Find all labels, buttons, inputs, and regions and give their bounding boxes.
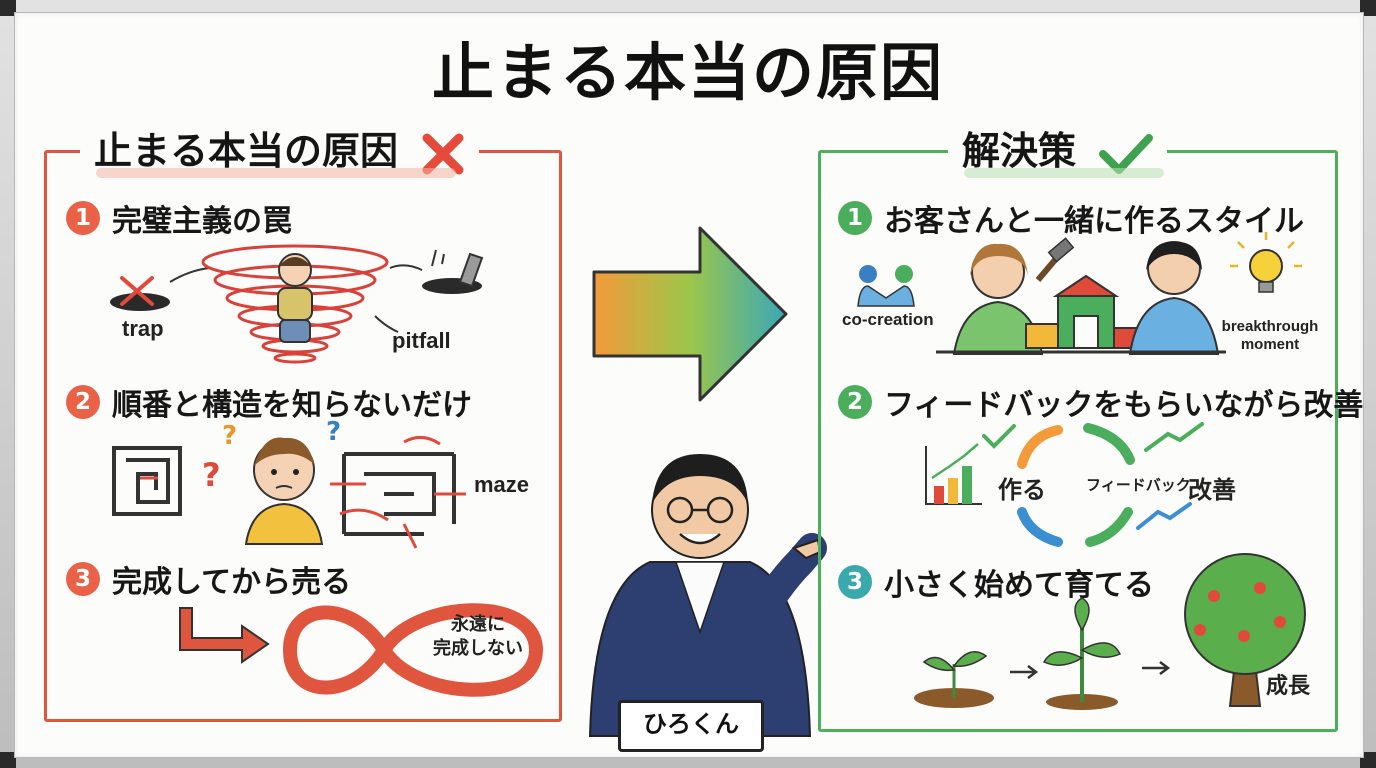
infinity-illustration [179, 603, 544, 697]
presenter-smile [679, 533, 721, 545]
lightbulb-icon [1230, 232, 1302, 293]
spiral-trap-illustration [110, 244, 484, 364]
right-item-1: 1 お客さんと一緒に作るスタイル [838, 196, 1310, 244]
cycle-arrows-icon [1017, 423, 1135, 547]
question-mark-icon: ? [222, 421, 237, 451]
maze-arrows [330, 436, 466, 549]
co-creation-label: co-creation [842, 310, 934, 329]
question-mark-icon: ? [326, 417, 341, 447]
pitfall-label: pitfall [392, 328, 451, 353]
infinity-icon [282, 603, 544, 697]
right-item-1-number: 1 [838, 201, 872, 235]
check-icon [982, 424, 1016, 449]
right-item-3-label: 小さく始めて育てる [880, 560, 1160, 608]
glasses-icon [666, 496, 734, 524]
infinity-text-line1: 永遠に [451, 614, 505, 634]
motion-lines [431, 249, 445, 267]
confused-child-icon [244, 437, 324, 545]
left-item-2-label: 順番と構造を知らないだけ [108, 380, 478, 428]
growth-step-arrow [1142, 661, 1171, 675]
trap-cross-icon [120, 276, 154, 306]
infinity-text: 永遠に 完成しない [428, 612, 528, 660]
growth-step-arrow [1010, 665, 1039, 679]
left-item-2: 2 順番と構造を知らないだけ [66, 380, 478, 428]
cycle-improve-label: 改善 [1188, 477, 1236, 504]
left-panel-title: 止まる本当の原因 [94, 129, 399, 173]
left-panel-title-wrap: 止まる本当の原因 [80, 120, 480, 176]
left-item-1: 1 完璧主義の罠 [66, 196, 298, 244]
left-title-highlight [96, 168, 456, 178]
hole-connector [389, 264, 423, 271]
breakthrough-text: breakthrough moment [1220, 318, 1320, 354]
frame-corner [1360, 0, 1376, 16]
main-title: 止まる本当の原因 [431, 36, 944, 109]
co-creation-illustration [857, 232, 1302, 355]
frame-corner [0, 0, 16, 16]
question-mark-icon: ? [202, 456, 221, 494]
trap-hole [110, 293, 170, 311]
fruit-tree-icon [1184, 553, 1306, 707]
gradient-arrow-icon [592, 226, 788, 402]
young-plant-icon [1042, 597, 1122, 710]
maze-label: maze [474, 472, 530, 497]
left-item-1-label: 完璧主義の罠 [108, 196, 298, 244]
cycle-feedback-label: フィードバック [1086, 477, 1191, 494]
right-item-1-label: お客さんと一緒に作るスタイル [880, 196, 1310, 244]
trap-label: trap [122, 316, 164, 341]
growth-arrow-icon [1144, 422, 1204, 452]
confused-maze-illustration: ? ? ? [112, 417, 466, 549]
right-title-highlight [964, 168, 1164, 178]
pointing-arm [735, 533, 827, 647]
right-item-3-number: 3 [838, 565, 872, 599]
man-building-icon [1128, 241, 1220, 355]
broken-pipe-icon [458, 252, 484, 288]
woman-with-hammer-icon [952, 237, 1075, 355]
frame-corner [0, 752, 16, 768]
right-item-3: 3 小さく始めて育てる [838, 560, 1160, 608]
right-item-2-label: フィードバックをもらいながら改善 [879, 380, 1370, 428]
growth-label: 成長 [1266, 673, 1311, 698]
elbow-arrow-icon [179, 607, 270, 664]
pitfall-connector [374, 315, 399, 333]
breakthrough-line2: moment [1240, 336, 1300, 353]
growth-illustration [914, 553, 1306, 710]
trap-connector [169, 267, 211, 283]
presenter-hair [652, 454, 748, 504]
presenter-nameplate: ひろくん [618, 700, 764, 752]
right-panel-title-wrap: 解決策 [948, 120, 1168, 176]
left-item-3-label: 完成してから売る [107, 557, 358, 605]
right-item-2: 2 フィードバックをもらいながら改善 [838, 380, 1370, 428]
left-item-2-number: 2 [66, 385, 100, 419]
handshake-icon [857, 265, 915, 307]
left-item-3: 3 完成してから売る [66, 557, 358, 605]
small-maze-icon [112, 446, 182, 516]
left-item-3-number: 3 [66, 562, 100, 596]
right-panel-title: 解決策 [962, 129, 1077, 173]
sprout-icon [914, 651, 994, 708]
presenter-figure [588, 454, 827, 737]
infinity-text-line2: 完成しない [433, 638, 523, 658]
shirt [674, 561, 726, 635]
breakthrough-line1: breakthrough [1221, 318, 1319, 335]
growth-arrow-icon [1136, 502, 1192, 530]
cross-icon [422, 133, 464, 174]
sitting-child-icon [277, 253, 313, 343]
frame-corner [1360, 752, 1376, 768]
cycle-make-label: 作る [998, 477, 1046, 504]
feedback-cycle-illustration [925, 422, 1204, 547]
bar-chart-icon [925, 443, 982, 505]
right-item-2-number: 2 [838, 385, 872, 419]
left-item-1-number: 1 [66, 201, 100, 235]
